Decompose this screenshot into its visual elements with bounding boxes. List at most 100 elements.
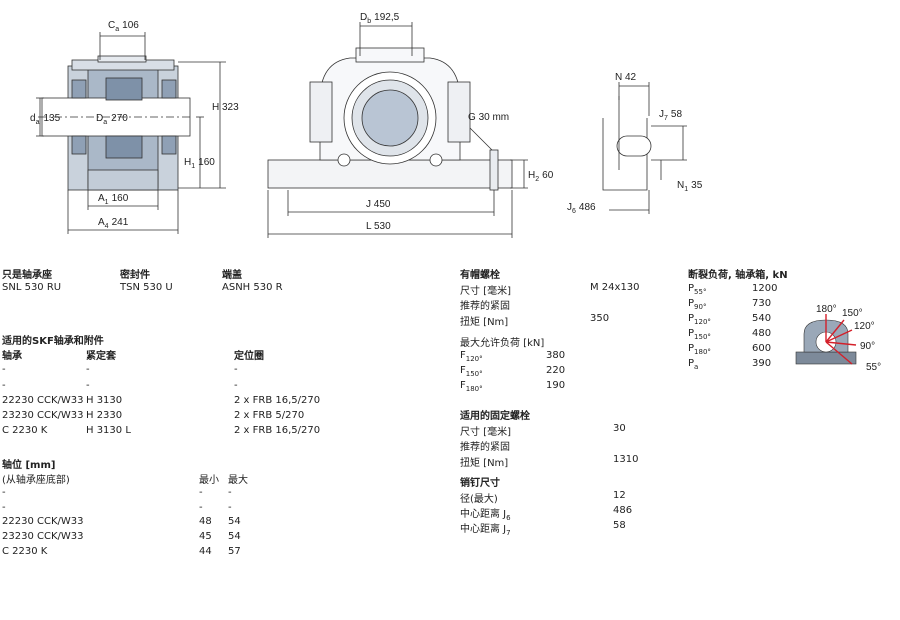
max-header: 最大 (228, 475, 248, 486)
allow-load-row: F150° (460, 365, 483, 378)
cap-bolts-title: 有帽螺栓 (460, 270, 500, 281)
cap-bolt-size-value: M 24x130 (590, 282, 640, 293)
allow-load-row: F120° (460, 350, 483, 363)
table-row: 22230 CCK/W33 (2, 395, 84, 406)
break-load-row: P150° (688, 328, 711, 341)
ring-col-header: 定位圈 (234, 351, 264, 362)
table-cell: - (228, 487, 232, 498)
dowel-value: 58 (613, 520, 626, 531)
table-row: - (2, 502, 6, 513)
table-row: 23230 CCK/W33 (2, 410, 84, 421)
dowel-row: 中心距离 J6 (460, 509, 511, 522)
table-cell: - (228, 502, 232, 513)
table-row: 22230 CCK/W33 (2, 516, 84, 527)
load-180: 180° (816, 304, 837, 315)
attach-bolts-title: 适用的固定螺栓 (460, 411, 530, 422)
break-load-value: 390 (752, 358, 772, 369)
cap-torque-title: 推荐的紧固 (460, 301, 510, 312)
table-cell: - (234, 380, 238, 391)
table-cell: 44 (199, 546, 212, 557)
seal-value: TSN 530 U (120, 282, 173, 293)
sleeve-col-header: 紧定套 (86, 351, 116, 362)
load-55: 55° (866, 362, 881, 373)
break-load-row: P55° (688, 283, 707, 296)
break-load-value: 600 (752, 343, 772, 354)
table-cell: 54 (228, 531, 241, 542)
table-row: C 2230 K (2, 546, 48, 557)
allow-load-row: F180° (460, 380, 483, 393)
break-loads-title: 断裂负荷, 轴承箱, kN (688, 270, 788, 281)
table-cell: 2 x FRB 16,5/270 (234, 425, 321, 436)
H-label: H 323 (212, 102, 239, 113)
table-cell: 2 x FRB 16,5/270 (234, 395, 321, 406)
L-label: L 530 (366, 221, 391, 232)
table-cell: - (86, 380, 90, 391)
dowel-row: 径(最大) (460, 494, 498, 505)
min-header: 最小 (199, 475, 219, 486)
table-cell: - (86, 364, 90, 375)
bearings-title: 适用的SKF轴承和附件 (2, 336, 104, 347)
load-150: 150° (842, 308, 863, 319)
table-row: 23230 CCK/W33 (2, 531, 84, 542)
dowel-value: 12 (613, 490, 626, 501)
allow-load-value: 380 (546, 350, 566, 361)
break-load-row: P180° (688, 343, 711, 356)
table-cell: - (234, 364, 238, 375)
G-label: G 30 mm (468, 112, 509, 123)
attach-torque-value: 1310 (613, 454, 639, 465)
table-row: - (2, 487, 6, 498)
break-load-value: 1200 (752, 283, 778, 294)
cap-torque-value: 350 (590, 313, 610, 324)
table-row: - (2, 364, 6, 375)
cover-header: 端盖 (222, 270, 242, 281)
table-cell: 57 (228, 546, 241, 557)
break-load-row: P90° (688, 298, 707, 311)
N-label: N 42 (615, 72, 637, 83)
break-load-value: 480 (752, 328, 772, 339)
break-load-value: 540 (752, 313, 772, 324)
break-load-value: 730 (752, 298, 772, 309)
attach-size-label: 尺寸 [毫米] (460, 427, 511, 438)
table-row: - (2, 380, 6, 391)
table-cell: 45 (199, 531, 212, 542)
table-cell: H 2330 (86, 410, 123, 421)
table-cell: 54 (228, 516, 241, 527)
attach-torque-label: 扭矩 [Nm] (460, 458, 509, 469)
table-cell: H 3130 (86, 395, 123, 406)
attach-torque-title: 推荐的紧固 (460, 442, 510, 453)
housing-header: 只是轴承座 (2, 270, 52, 281)
break-load-row: P120° (688, 313, 711, 326)
dowel-row: 中心距离 J7 (460, 524, 511, 537)
dowel-title: 销钉尺寸 (460, 478, 500, 489)
table-cell: 2 x FRB 5/270 (234, 410, 305, 421)
table-cell: - (199, 487, 203, 498)
cap-torque-label: 扭矩 [Nm] (460, 317, 509, 328)
load-direction-diagram: 180° 150° 120° 90° 55° (795, 304, 881, 373)
shoulder-title: 轴位 [mm] (2, 460, 56, 471)
attach-size-value: 30 (613, 423, 626, 434)
shoulder-subtitle: (从轴承座底部) (2, 475, 70, 486)
allow-load-value: 220 (546, 365, 566, 376)
table-cell: 48 (199, 516, 212, 527)
housing-value: SNL 530 RU (2, 282, 62, 293)
load-120: 120° (854, 321, 875, 332)
table-cell: - (199, 502, 203, 513)
table-row: C 2230 K (2, 425, 48, 436)
cover-value: ASNH 530 R (222, 282, 283, 293)
table-cell: H 3130 L (86, 425, 131, 436)
allow-load-title: 最大允许负荷 [kN] (460, 338, 545, 349)
load-90: 90° (860, 341, 875, 352)
cap-bolt-size-label: 尺寸 [毫米] (460, 286, 511, 297)
bearing-col-header: 轴承 (2, 351, 22, 362)
break-load-row: Pa (688, 358, 699, 371)
